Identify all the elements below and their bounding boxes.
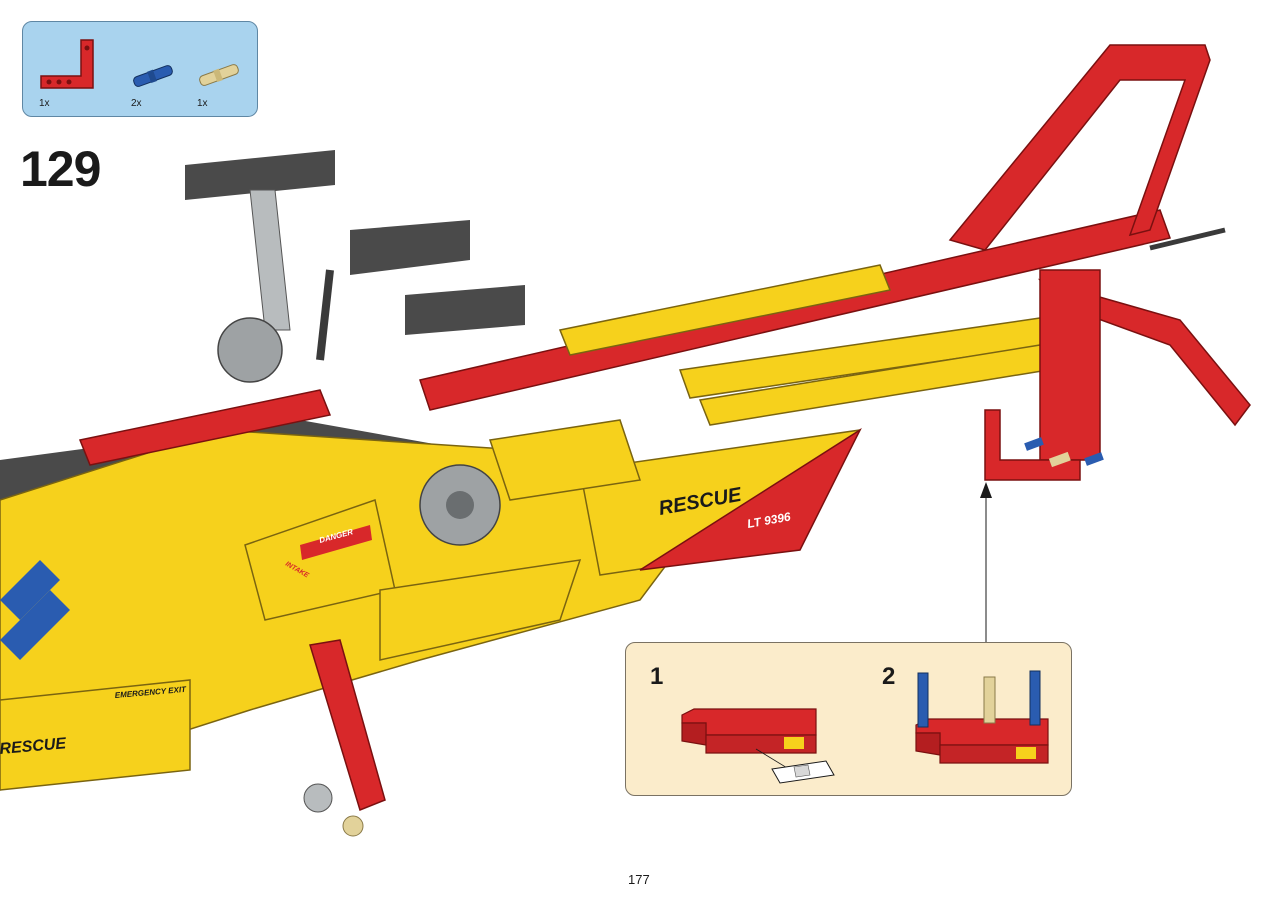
tail-vertical-frame: [1039, 269, 1101, 461]
rescue-sticker: RESCUE: [0, 735, 68, 758]
sub-step-2-illustration: [915, 670, 1049, 764]
tan-pin: [342, 815, 364, 837]
sub-assembly-box: 1 2: [625, 642, 1072, 796]
sub-step-1-illustration: [681, 708, 835, 784]
sticker: [784, 737, 804, 749]
front-fuselage: [0, 679, 191, 791]
blue-pin: [1084, 452, 1104, 466]
engine-block: [489, 419, 641, 501]
tail-fin: [948, 44, 1211, 251]
rotor-mast: [249, 189, 291, 331]
parts-list-box: 1x 2x 1x: [22, 21, 258, 117]
part-quantity: 2x: [131, 98, 142, 109]
rotor-rod: [316, 269, 334, 361]
rotor-head: [185, 150, 335, 200]
tail-boom-yellow-beam: [558, 264, 892, 356]
tan-pin: [983, 676, 996, 724]
gear-wheel: [217, 317, 283, 383]
sub-step-number: 2: [882, 663, 896, 690]
part-quantity: 1x: [197, 98, 208, 109]
landing-gear-strut: [309, 639, 386, 812]
sub-step-number: 1: [650, 663, 664, 690]
rotor-head: [350, 220, 470, 275]
landing-gear-wheel: [303, 783, 333, 813]
wheel-hub: [446, 491, 474, 519]
blue-pin: [917, 672, 929, 728]
danger-sticker: [300, 525, 372, 560]
page-number: 177: [628, 872, 650, 887]
step-number: 129: [20, 141, 101, 197]
callout-arrow-head: [980, 482, 992, 498]
tail-rotor-shaft: [1149, 227, 1226, 251]
red-beam: [78, 389, 332, 466]
tan-axle-pin-icon: [199, 64, 239, 86]
blue-pin: [1029, 670, 1041, 726]
lower-fuselage: [379, 559, 582, 661]
rotor-head: [405, 285, 525, 335]
blue-axle-pin-icon: [133, 65, 173, 87]
tail-red-panel: [639, 427, 862, 571]
part-quantity: 1x: [39, 98, 50, 109]
tan-pin: [1048, 451, 1071, 468]
red-l-beam-icon: [40, 39, 94, 89]
blue-piston: [0, 590, 70, 660]
blue-pin: [1024, 437, 1044, 451]
blue-piston: [0, 560, 60, 620]
